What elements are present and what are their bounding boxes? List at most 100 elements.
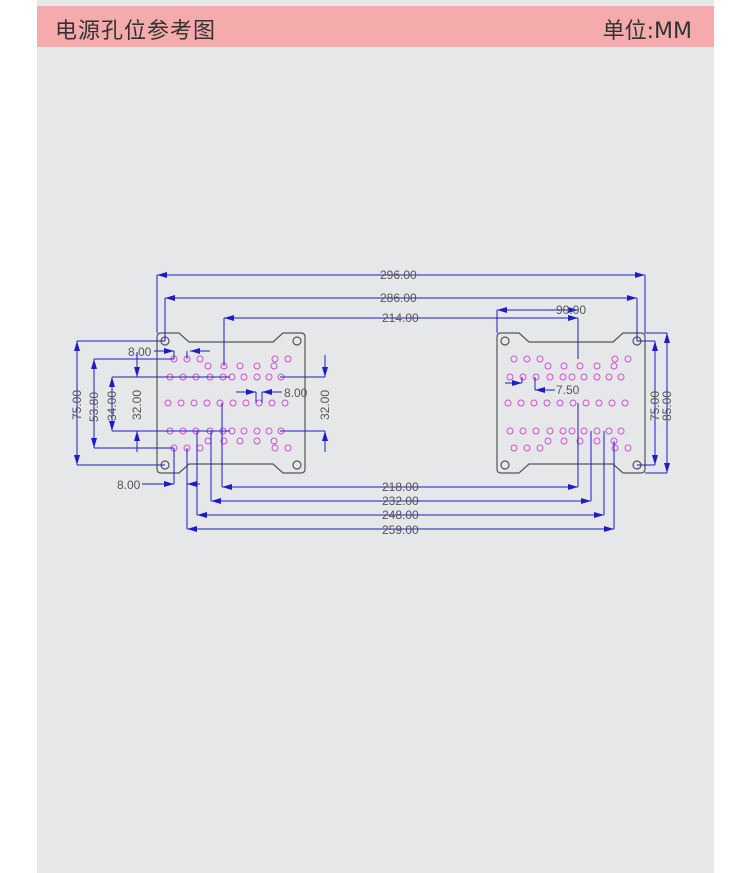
mounting-hole xyxy=(292,460,302,470)
dim-8-mid: 8.00 xyxy=(284,386,308,400)
pin-hole xyxy=(220,437,228,445)
pin-hole xyxy=(242,399,250,407)
pin-hole xyxy=(523,444,531,452)
mounting-hole xyxy=(292,336,302,346)
pin-hole xyxy=(196,444,204,452)
pin-hole xyxy=(203,399,211,407)
dim-286: 286.00 xyxy=(380,291,417,305)
pin-hole xyxy=(536,355,544,363)
dim-218: 218.00 xyxy=(382,480,419,494)
pin-hole xyxy=(177,399,185,407)
pin-hole xyxy=(270,362,278,370)
pin-hole xyxy=(624,355,632,363)
pin-hole xyxy=(593,427,601,435)
pin-hole xyxy=(517,399,525,407)
pin-hole xyxy=(255,399,263,407)
pin-hole xyxy=(204,437,212,445)
pin-hole xyxy=(593,373,601,381)
pin-hole xyxy=(546,373,554,381)
dim-32-right: 32.00 xyxy=(318,390,332,420)
pin-hole xyxy=(204,362,212,370)
pin-hole xyxy=(593,362,601,370)
pin-hole xyxy=(253,362,261,370)
pin-hole xyxy=(265,427,273,435)
pin-hole xyxy=(605,427,613,435)
pin-hole xyxy=(560,437,568,445)
pin-hole xyxy=(530,399,538,407)
dim-7-5: 7.50 xyxy=(556,383,580,397)
pin-hole xyxy=(611,444,619,452)
pin-hole xyxy=(196,355,204,363)
dim-232: 232.00 xyxy=(382,494,419,508)
dim-75-right: 75.00 xyxy=(648,391,662,421)
pin-hole xyxy=(164,399,172,407)
dimension-lines xyxy=(74,272,670,532)
pin-hole xyxy=(523,355,531,363)
pin-hole xyxy=(569,399,577,407)
dimension-labels: 296.00 286.00 214.00 90.00 218.00 232.00… xyxy=(70,268,674,537)
pin-hole xyxy=(544,362,552,370)
dim-75-left: 75.00 xyxy=(70,390,84,420)
pin-hole xyxy=(284,444,292,452)
pin-hole xyxy=(576,362,584,370)
pin-hole xyxy=(559,373,567,381)
pin-hole xyxy=(544,437,552,445)
dim-8-top: 8.00 xyxy=(128,345,152,359)
pin-hole xyxy=(265,373,273,381)
dim-259: 259.00 xyxy=(382,523,419,537)
pin-hole xyxy=(240,373,248,381)
pin-hole xyxy=(271,444,279,452)
dim-85: 85.00 xyxy=(660,391,674,421)
pin-hole xyxy=(510,444,518,452)
pin-hole xyxy=(253,437,261,445)
dim-90: 90.00 xyxy=(556,303,586,317)
pin-hole xyxy=(271,355,279,363)
pin-hole xyxy=(617,427,625,435)
pin-hole xyxy=(568,373,576,381)
dim-53-8: 53.80 xyxy=(87,392,101,422)
pin-hole xyxy=(610,362,618,370)
pin-hole xyxy=(284,355,292,363)
dim-34: 34.00 xyxy=(105,391,119,421)
pin-hole xyxy=(546,427,554,435)
pin-hole xyxy=(582,399,590,407)
mounting-hole xyxy=(500,460,510,470)
pin-hole xyxy=(624,444,632,452)
pin-hole xyxy=(506,373,514,381)
drawing-background xyxy=(37,0,714,873)
pin-hole xyxy=(580,427,588,435)
pin-hole xyxy=(536,444,544,452)
header-bar: 电源孔位参考图 单位:MM xyxy=(37,6,714,47)
pin-hole xyxy=(519,427,527,435)
plates xyxy=(156,332,646,474)
dim-296: 296.00 xyxy=(380,268,417,282)
plate-outline xyxy=(496,332,646,474)
pin-hole xyxy=(281,399,289,407)
pin-hole xyxy=(608,399,616,407)
pin-hole xyxy=(190,399,198,407)
pin-hole xyxy=(532,373,540,381)
page-title: 电源孔位参考图 xyxy=(55,19,217,44)
dim-32-left: 32.00 xyxy=(130,390,144,420)
pin-hole xyxy=(236,437,244,445)
pin-hole xyxy=(506,427,514,435)
pin-hole xyxy=(270,437,278,445)
dim-248: 248.00 xyxy=(382,508,419,522)
pin-hole xyxy=(560,362,568,370)
pin-hole xyxy=(559,427,567,435)
dim-8-bottom: 8.00 xyxy=(117,478,141,492)
pin-hole xyxy=(253,373,261,381)
pin-hole xyxy=(216,399,224,407)
pin-hole xyxy=(240,427,248,435)
pin-hole xyxy=(229,399,237,407)
pin-hole xyxy=(236,362,244,370)
pin-hole xyxy=(519,373,527,381)
pin-hole xyxy=(532,427,540,435)
pin-hole xyxy=(593,437,601,445)
plate-outline xyxy=(156,332,306,474)
pin-hole xyxy=(556,399,564,407)
pin-hole xyxy=(611,355,619,363)
pin-hole xyxy=(576,437,584,445)
right-plate xyxy=(496,332,646,474)
